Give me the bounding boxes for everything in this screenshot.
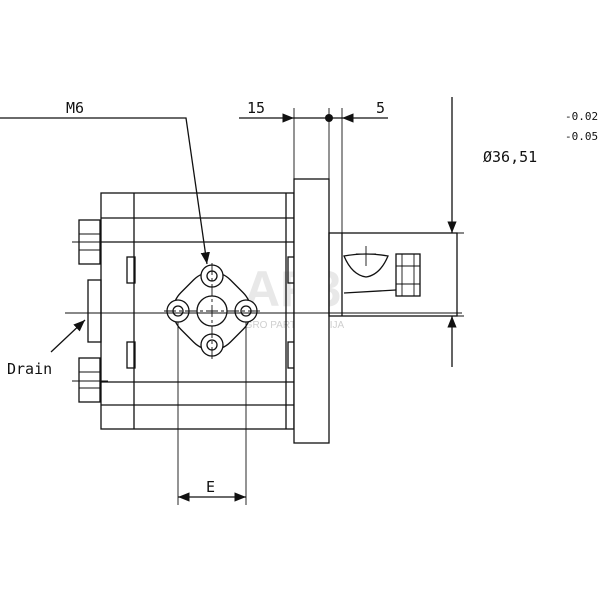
mounting-flange bbox=[293, 178, 330, 444]
drain-label: Drain bbox=[7, 360, 52, 378]
drive-shaft bbox=[328, 232, 458, 317]
tolerance-lower-label: -0.05 bbox=[565, 130, 598, 143]
dimension-lines bbox=[0, 97, 464, 505]
dimension-labels: M6 15 5 Ø36,51 -0.02 -0.05 Drain E bbox=[7, 99, 598, 496]
dim-15-label: 15 bbox=[247, 99, 265, 117]
tolerance-upper-label: -0.02 bbox=[565, 110, 598, 123]
port-dim-e-label: E bbox=[206, 478, 215, 496]
dim-5-label: 5 bbox=[376, 99, 385, 117]
diameter-label: Ø36,51 bbox=[483, 148, 537, 166]
bolt-bottom-left bbox=[72, 357, 108, 403]
bolt-top-left bbox=[72, 219, 108, 265]
watermark-tagline: AGRO PARTS BALTIJA bbox=[238, 320, 344, 331]
centerlines bbox=[65, 263, 462, 360]
thread-label: M6 bbox=[66, 99, 84, 117]
